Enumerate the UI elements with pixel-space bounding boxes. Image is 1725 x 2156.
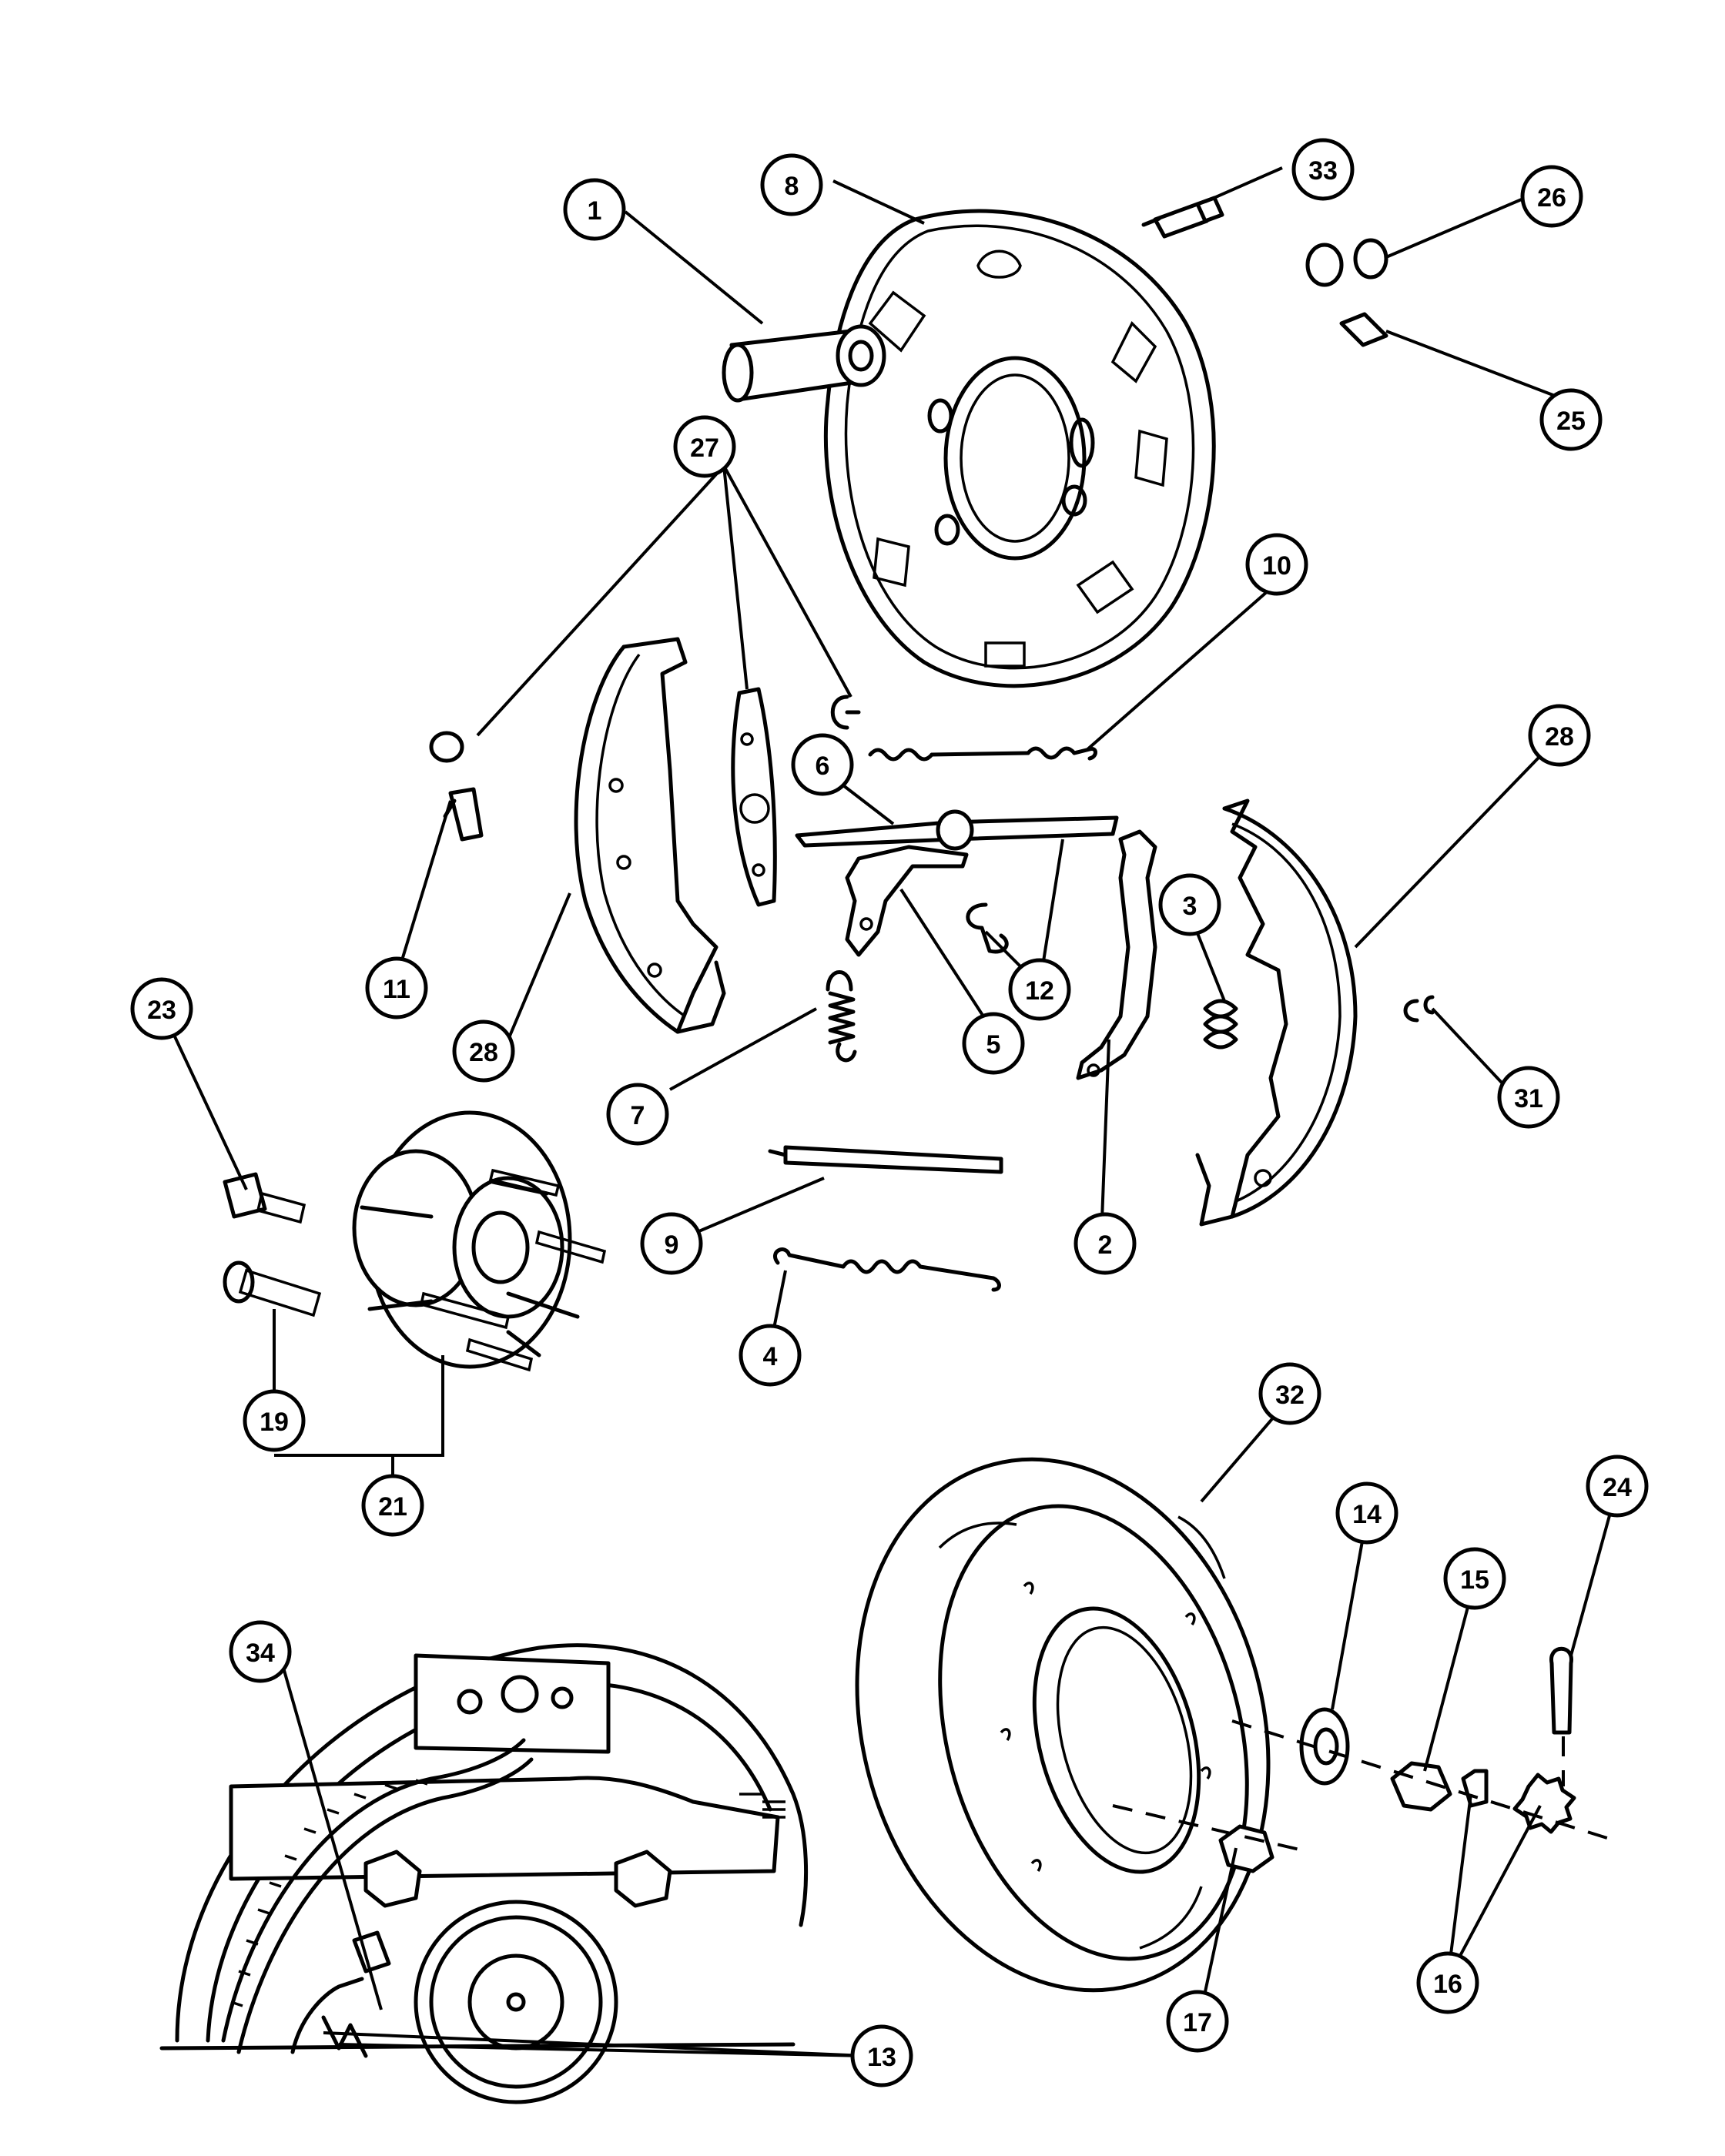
- callout-5: 5: [962, 1012, 1025, 1075]
- callout-16: 16: [1416, 1951, 1479, 2014]
- brake-shoe-left-drawing: [574, 637, 726, 1034]
- callout-10: 10: [1245, 533, 1308, 596]
- callout-7: 7: [606, 1083, 669, 1146]
- callout-9: 9: [640, 1212, 703, 1275]
- callout-label: 13: [867, 2043, 896, 2072]
- wheel-cylinder-drawing: [722, 324, 886, 403]
- spring-clip-drawing: [443, 787, 484, 842]
- parking-plate-drawing: [731, 687, 777, 907]
- brake-drum-drawing: [855, 1457, 1271, 1993]
- parking-lever-drawing: [1076, 829, 1157, 1080]
- callout-12: 12: [1008, 958, 1071, 1021]
- upper-return-spring-drawing: [868, 746, 1097, 762]
- callout-23: 23: [130, 977, 193, 1040]
- cotter-pin-drawing: [1549, 1646, 1573, 1735]
- lever-spring-drawing: [826, 970, 857, 1063]
- callout-label: 31: [1514, 1084, 1543, 1113]
- callout-label: 3: [1183, 892, 1197, 921]
- callout-label: 27: [690, 434, 719, 463]
- callout-label: 9: [665, 1230, 679, 1260]
- hub-drawing: [352, 1110, 607, 1372]
- callout-label: 15: [1460, 1565, 1489, 1595]
- callout-14: 14: [1335, 1481, 1398, 1545]
- callout-13: 13: [850, 2024, 913, 2087]
- adjuster-spring-drawing: [966, 902, 1009, 954]
- callout-28-right: 28: [1528, 704, 1591, 767]
- callout-label: 1: [588, 196, 602, 226]
- callout-31: 31: [1497, 1066, 1560, 1129]
- retainer-clip-drawing: [429, 695, 861, 763]
- callout-11: 11: [365, 956, 428, 1019]
- callout-label: 19: [260, 1408, 289, 1437]
- callout-label: 5: [986, 1030, 1001, 1060]
- callout-label: 26: [1537, 183, 1566, 213]
- retaining-clip-drawing: [1403, 995, 1435, 1023]
- callout-26: 26: [1520, 165, 1583, 228]
- callout-label: 24: [1603, 1473, 1632, 1502]
- callout-label: 32: [1275, 1381, 1305, 1410]
- adjuster-screw-drawing: [795, 809, 1119, 851]
- callout-21: 21: [361, 1474, 424, 1537]
- callout-label: 34: [246, 1639, 275, 1668]
- callout-label: 11: [383, 975, 410, 1004]
- callout-28-left: 28: [452, 1019, 515, 1083]
- callout-15: 15: [1443, 1547, 1506, 1610]
- callout-label: 6: [816, 752, 830, 781]
- strut-drawing: [768, 1145, 1003, 1174]
- bleeder-cap-drawing: [1305, 238, 1388, 287]
- brake-shoe-right-drawing: [1195, 798, 1358, 1227]
- plug-drawing: [1339, 312, 1388, 347]
- callout-3: 3: [1158, 873, 1221, 936]
- callout-17: 17: [1166, 1990, 1229, 2053]
- callout-label: 25: [1556, 407, 1586, 436]
- callout-label: 14: [1352, 1500, 1382, 1529]
- callout-label: 8: [785, 172, 799, 201]
- callout-6: 6: [791, 733, 854, 796]
- callout-label: 28: [469, 1038, 498, 1067]
- bleeder-screw-drawing: [1141, 196, 1224, 239]
- callout-label: 23: [147, 996, 176, 1025]
- callout-1: 1: [563, 178, 626, 241]
- bolt-drawing: [223, 1172, 306, 1224]
- callout-19: 19: [243, 1389, 306, 1452]
- callout-label: 2: [1098, 1230, 1113, 1260]
- callout-27: 27: [673, 415, 736, 478]
- callout-4: 4: [739, 1324, 802, 1387]
- wheel-stud-drawing: [223, 1260, 322, 1317]
- callout-label: 7: [631, 1101, 645, 1130]
- callout-24: 24: [1586, 1455, 1649, 1518]
- callout-label: 16: [1433, 1970, 1462, 1999]
- lower-return-spring-drawing: [773, 1247, 1001, 1292]
- callout-label: 33: [1308, 156, 1338, 186]
- leader-lines: [160, 166, 1619, 2057]
- callout-label: 10: [1262, 551, 1291, 581]
- callout-label: 17: [1183, 2008, 1212, 2037]
- callout-label: 12: [1025, 976, 1054, 1006]
- callout-25: 25: [1539, 388, 1603, 451]
- sensor-inset-drawing: [159, 1643, 809, 2104]
- backing-plate-drawing: [823, 209, 1216, 688]
- callout-label: 21: [378, 1492, 407, 1522]
- adjuster-lever-drawing: [845, 845, 969, 957]
- callout-32: 32: [1258, 1362, 1321, 1425]
- callout-label: 4: [763, 1342, 778, 1371]
- callout-label: 28: [1545, 722, 1574, 752]
- callout-34: 34: [229, 1620, 292, 1683]
- callout-8: 8: [760, 153, 823, 216]
- callout-33: 33: [1291, 138, 1355, 201]
- adjuster-spring-short-drawing: [1203, 999, 1238, 1050]
- callout-2: 2: [1074, 1212, 1137, 1275]
